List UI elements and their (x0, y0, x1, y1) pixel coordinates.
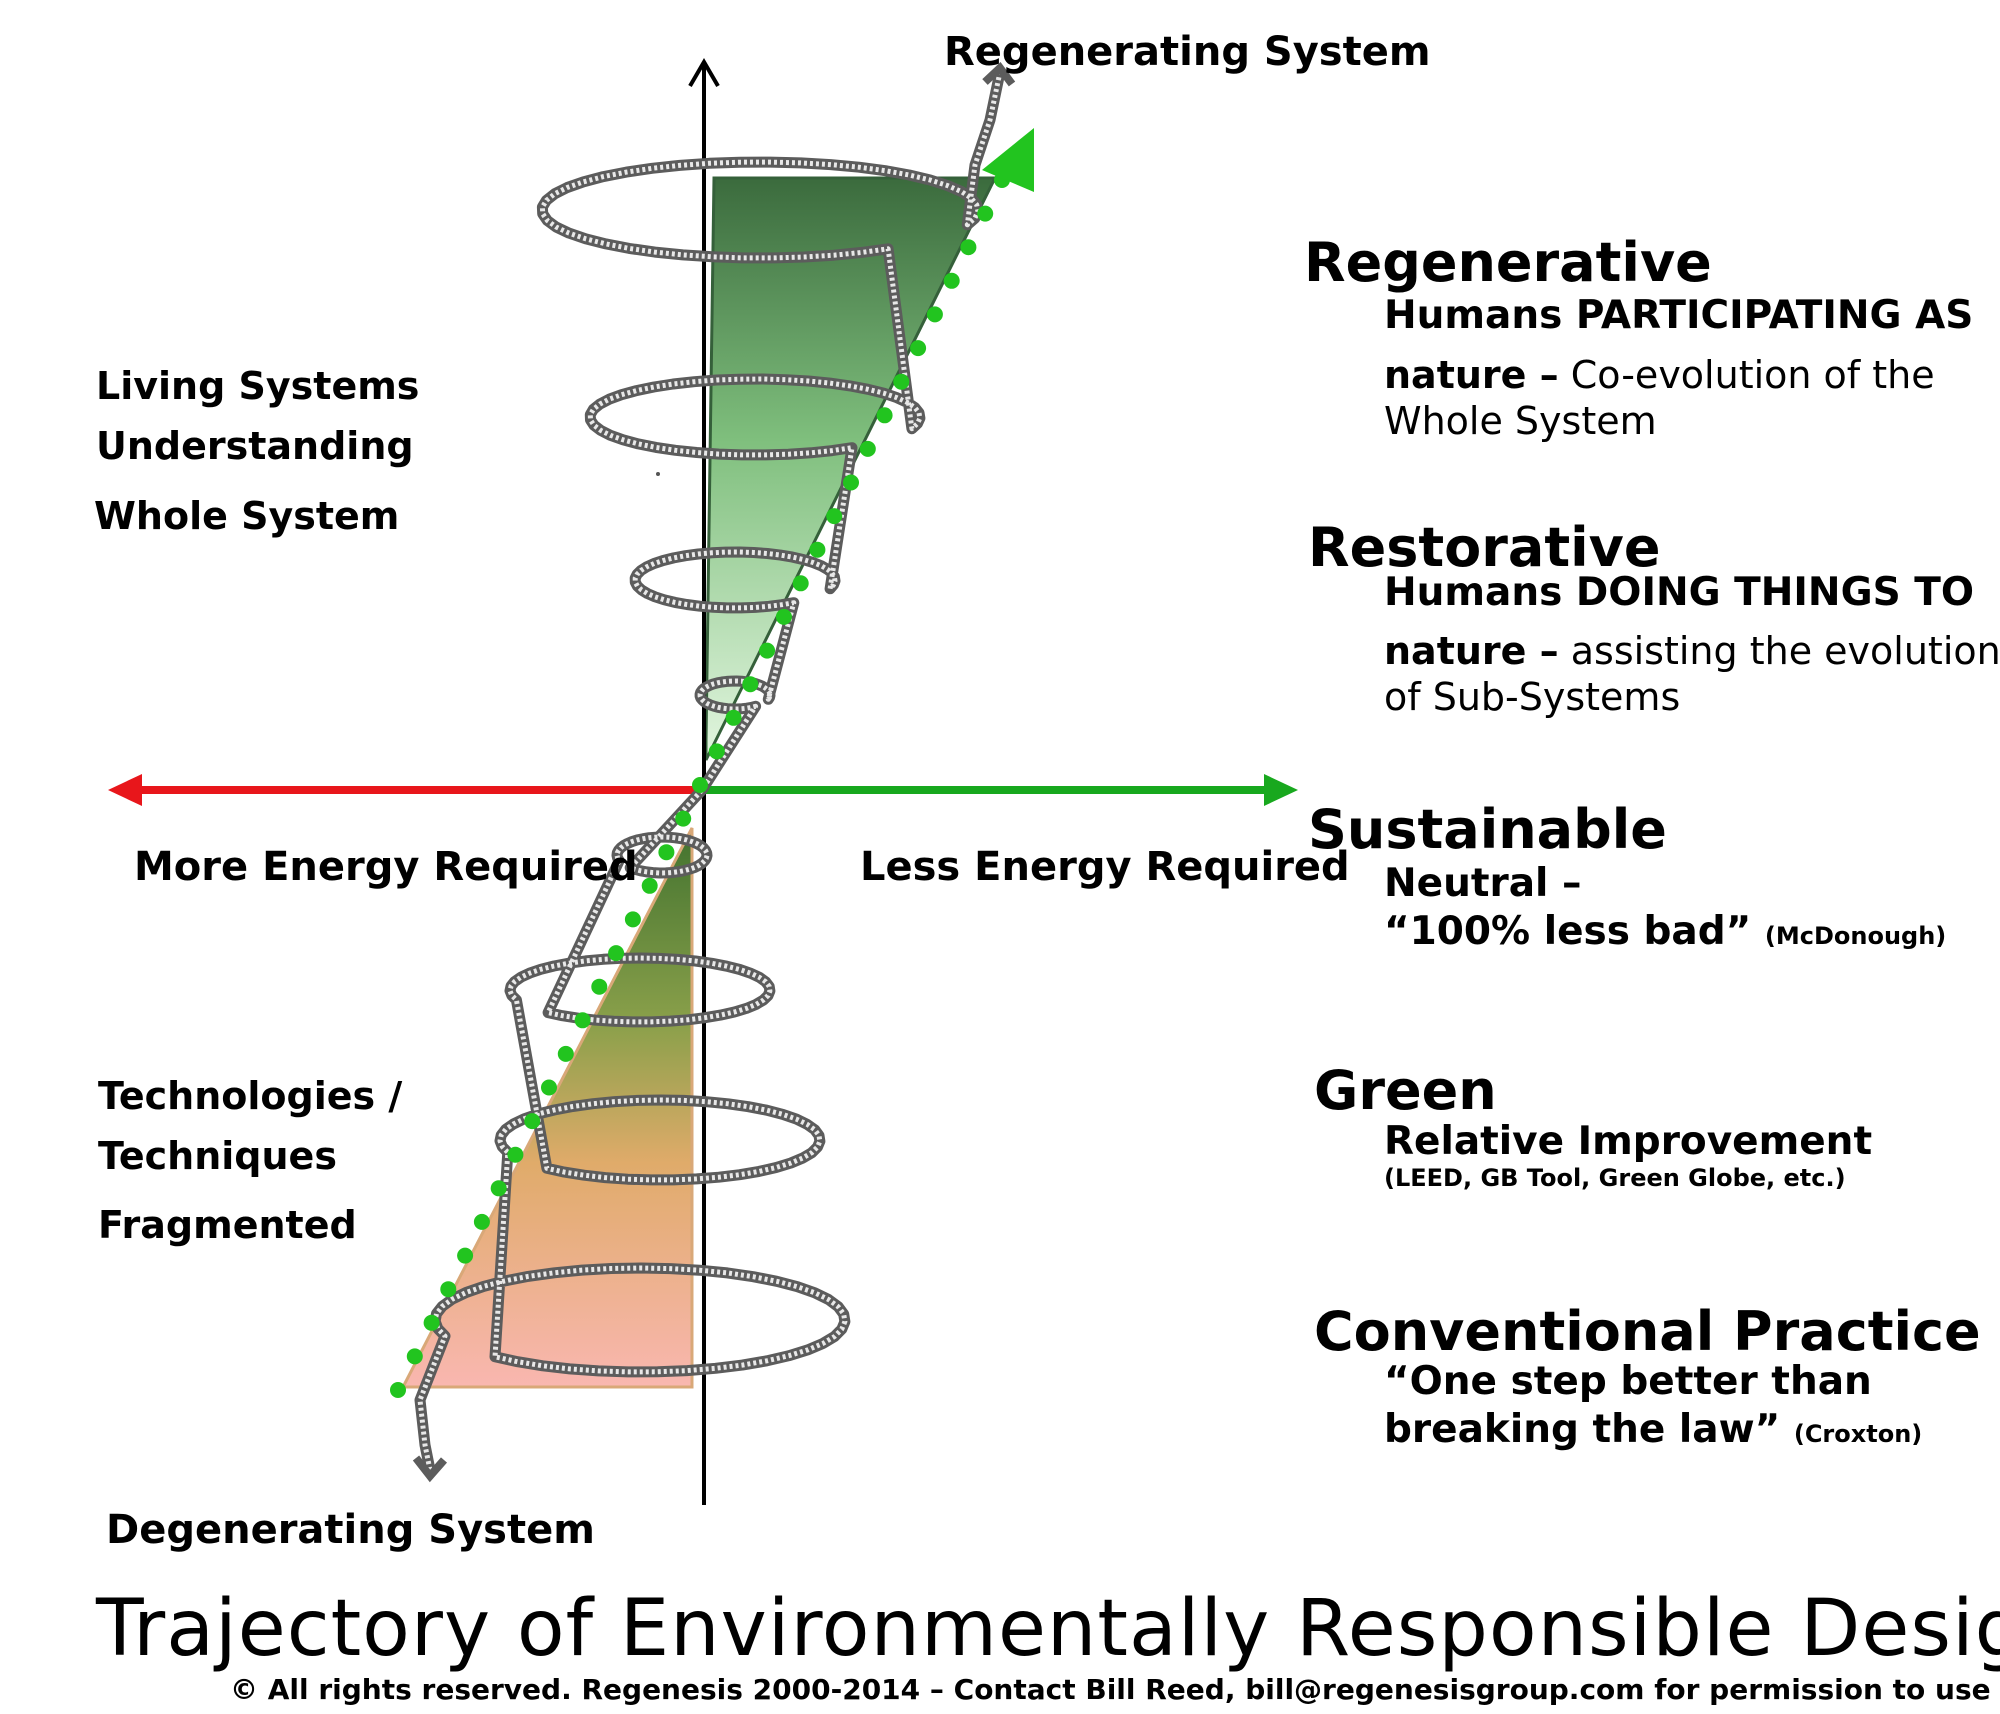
sustainable-quote: “100% less bad” (1384, 909, 1752, 954)
restorative-title: Restorative (1308, 516, 1661, 579)
trajectory-dot (406, 1348, 423, 1365)
degenerating-system-label: Degenerating System (106, 1507, 595, 1553)
trajectory-dot (708, 743, 725, 760)
sustainable-line1: Neutral – (1384, 861, 1582, 906)
trajectory-dot (809, 541, 826, 558)
trajectory-dot (876, 407, 893, 424)
regenerative-line2: nature – Co-evolution of the (1384, 356, 1935, 394)
conventional-quote: breaking the law” (1384, 1407, 1781, 1452)
green-line1: Relative Improvement (1384, 1119, 1873, 1164)
fragmented-label: Fragmented (98, 1203, 357, 1247)
whole-system-label: Whole System (94, 494, 400, 538)
trajectory-dot (943, 272, 960, 289)
trajectory-dot (507, 1146, 524, 1163)
trajectory-dot (591, 978, 608, 995)
trajectory-dot (440, 1281, 457, 1298)
regenerative-line1: Humans PARTICIPATING AS (1384, 293, 1974, 338)
diagram-title: Trajectory of Environmentally Responsibl… (96, 1584, 2000, 1674)
trajectory-dot (457, 1247, 474, 1264)
trajectory-dot (490, 1180, 507, 1197)
trajectory-dot (524, 1113, 541, 1130)
trajectory-dot (624, 911, 641, 928)
trajectory-dot (608, 945, 625, 962)
conventional-note: (Croxton) (1793, 1420, 1923, 1448)
trajectory-dot (725, 709, 742, 726)
spiral-bottom-tip (412, 1455, 448, 1483)
trajectory-dot (775, 608, 792, 625)
conventional-line2: breaking the law” (Croxton) (1384, 1410, 1922, 1449)
trajectory-dot (759, 642, 776, 659)
sustainable-title: Sustainable (1308, 798, 1667, 861)
copyright-notice: © All rights reserved. Regenesis 2000-20… (230, 1673, 1991, 1706)
sustainable-line2: “100% less bad” (McDonough) (1384, 912, 1946, 951)
green-title: Green (1314, 1059, 1497, 1122)
trajectory-dot (893, 373, 910, 390)
trajectory-dot (390, 1382, 406, 1398)
trajectory-dot (574, 1012, 591, 1029)
understanding-label: Understanding (96, 424, 414, 468)
trajectory-dot (473, 1213, 490, 1230)
trajectory-dot (692, 777, 708, 793)
trajectory-dot (675, 810, 692, 827)
less-energy-label: Less Energy Required (860, 844, 1350, 890)
dotted-trajectory (390, 172, 1010, 1398)
trajectory-dot (423, 1314, 440, 1331)
sustainable-note: (McDonough) (1764, 922, 1947, 950)
trajectory-dot (910, 340, 927, 357)
trajectory-dot (826, 508, 843, 525)
restorative-line3: of Sub-Systems (1384, 675, 1681, 719)
trajectory-dot (859, 440, 876, 457)
regenerative-line2-bold: nature – (1384, 353, 1559, 397)
trajectory-dot (658, 844, 675, 861)
trajectory-dot (926, 306, 943, 323)
trajectory-dot (977, 205, 994, 222)
trajectory-arrowhead (982, 128, 1034, 192)
regenerating-system-label: Regenerating System (944, 29, 1431, 75)
regenerative-line3: Whole System (1384, 399, 1657, 443)
restorative-line1: Humans DOING THINGS TO (1384, 570, 1975, 615)
conventional-line1: “One step better than (1384, 1359, 1872, 1404)
conventional-title: Conventional Practice (1314, 1300, 1981, 1363)
trajectory-dot (742, 676, 759, 693)
trajectory-dot (960, 239, 977, 256)
more-energy-arrow (108, 774, 702, 806)
technologies-label: Technologies / (98, 1074, 403, 1118)
green-note: (LEED, GB Tool, Green Globe, etc.) (1384, 1164, 1846, 1192)
trajectory-dot (541, 1079, 557, 1096)
restorative-line2: nature – assisting the evolution (1384, 632, 2000, 670)
trajectory-dot (557, 1045, 574, 1062)
regenerative-title: Regenerative (1304, 231, 1712, 294)
restorative-line2-bold: nature – (1384, 629, 1559, 673)
spiral-top-tip (982, 62, 1016, 87)
spiral-core (417, 71, 1003, 1471)
restorative-line2-rest: assisting the evolution (1558, 629, 2000, 673)
trajectory-dot (641, 877, 658, 894)
trajectory-dot (792, 575, 809, 592)
living-systems-label: Living Systems (96, 364, 420, 408)
more-energy-label: More Energy Required (134, 844, 638, 890)
techniques-label: Techniques (98, 1134, 337, 1178)
less-energy-arrow (702, 774, 1298, 806)
regenerative-line2-rest: Co-evolution of the (1558, 353, 1935, 397)
trajectory-dot (843, 474, 859, 491)
